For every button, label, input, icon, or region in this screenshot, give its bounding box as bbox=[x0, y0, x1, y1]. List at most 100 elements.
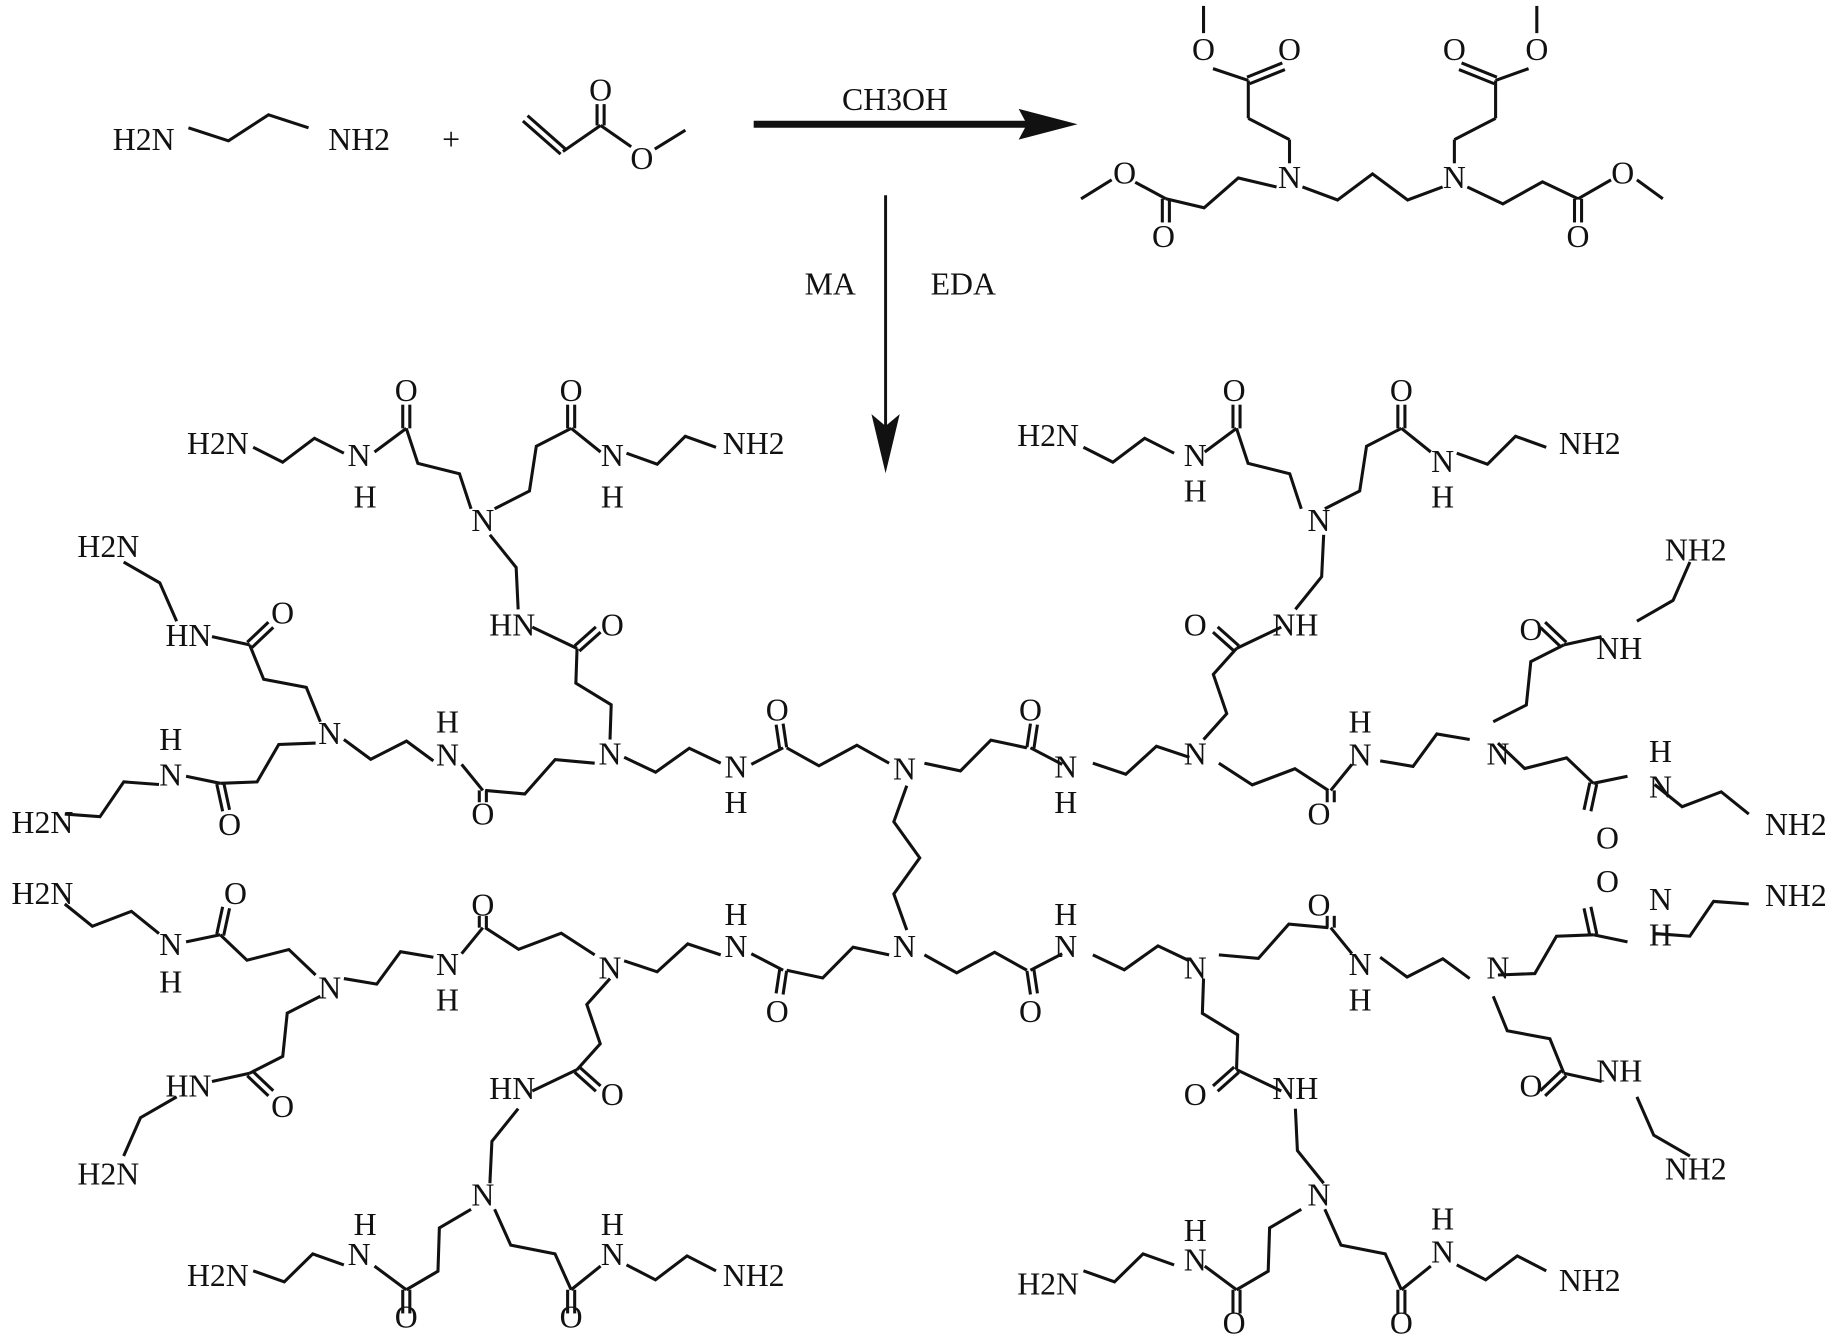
double-bond bbox=[1025, 970, 1032, 995]
dendrimer-atom-label: H bbox=[725, 897, 748, 932]
dendrimer-bond bbox=[1092, 944, 1191, 972]
double-bond bbox=[781, 970, 789, 995]
dendrimer-atom-label: O bbox=[601, 607, 624, 642]
dendrimer-bond bbox=[1635, 1096, 1691, 1158]
double-bond bbox=[1589, 906, 1599, 935]
dendrimer-atom-label: O bbox=[1223, 373, 1246, 408]
dendrimer-atom-label: O bbox=[1519, 612, 1542, 647]
bond-lines bbox=[63, 5, 1750, 1314]
dendrimer-bond bbox=[1563, 635, 1602, 647]
dendrimer-atom-label: H bbox=[159, 965, 182, 1000]
dendrimer-bond bbox=[1593, 774, 1628, 785]
dendrimer-bond bbox=[1456, 434, 1547, 466]
dendrimer-atom-label: O bbox=[1019, 692, 1042, 727]
ethylenediamine-chain bbox=[187, 113, 310, 143]
dendrimer-atom-label: N bbox=[1184, 950, 1207, 985]
double-bond bbox=[1539, 626, 1563, 649]
dendrimer-bond bbox=[1235, 1068, 1282, 1093]
dendrimer-atom-label: NH2 bbox=[1665, 533, 1727, 568]
dendrimer-bond bbox=[1203, 1264, 1238, 1291]
dendrimer-atom-label: N bbox=[599, 950, 622, 985]
dendrimer-atom-label: O bbox=[271, 1089, 294, 1124]
dendrimer-bond bbox=[343, 950, 434, 986]
dendrimer-atom-label: HN bbox=[165, 618, 211, 653]
dendrimer-bond bbox=[623, 746, 722, 774]
double-bond bbox=[578, 1065, 602, 1088]
double-bond bbox=[251, 626, 275, 649]
dendrimer-atom-label: NH2 bbox=[723, 1258, 785, 1293]
methyl-acrylate-carbonyl-o: O bbox=[589, 72, 612, 107]
dendrimer-atom-label: N bbox=[471, 503, 494, 538]
reaction-arrows bbox=[753, 108, 1078, 474]
vertical-arrowhead bbox=[871, 414, 900, 474]
double-bond bbox=[578, 630, 602, 653]
dendrimer-bond bbox=[211, 1071, 250, 1084]
dendrimer-atom-label: N bbox=[159, 757, 182, 792]
dendrimer-bond bbox=[219, 933, 317, 977]
product-atom-label: O bbox=[1113, 155, 1136, 190]
dendrimer-atom-label: O bbox=[1184, 1077, 1207, 1112]
dendrimer-atom-label: N bbox=[159, 927, 182, 962]
dendrimer-atom-label: N bbox=[1054, 749, 1077, 784]
dendrimer-bond bbox=[1235, 1207, 1303, 1292]
dendrimer-bond bbox=[1082, 1252, 1175, 1284]
dendrimer-atom-label: H bbox=[1184, 1213, 1207, 1248]
dendrimer-bond bbox=[1202, 647, 1238, 741]
double-bond bbox=[246, 621, 270, 644]
dendrimer-bond bbox=[1082, 436, 1175, 464]
dendrimer-atom-label: H bbox=[1054, 785, 1077, 820]
dendrimer-atom-label: O bbox=[1596, 864, 1619, 899]
dendrimer-atom-label: O bbox=[560, 373, 583, 408]
dendrimer-bond bbox=[373, 1264, 408, 1291]
dendrimer-bond bbox=[64, 780, 160, 819]
dendrimer-bond bbox=[625, 434, 717, 466]
double-bond bbox=[1544, 1074, 1568, 1098]
dendrimer-bond bbox=[1218, 922, 1329, 961]
dendrimer-atom-label: H2N bbox=[1017, 418, 1079, 453]
dendrimer-bond bbox=[1563, 1071, 1602, 1084]
double-bond bbox=[521, 119, 562, 156]
dendrimer-atom-label: O bbox=[1307, 888, 1330, 923]
core-propylene-bond bbox=[892, 785, 922, 931]
dendrimer-atom-label: N bbox=[1307, 1178, 1330, 1213]
dendrimer-atom-label: H2N bbox=[1017, 1266, 1079, 1301]
dendrimer-atom-label: H bbox=[159, 722, 182, 757]
dendrimer-bond bbox=[1379, 956, 1471, 980]
product-bond bbox=[1301, 172, 1444, 202]
dendrimer-atom-label: O bbox=[271, 595, 294, 630]
dendrimer-bond bbox=[574, 648, 613, 740]
dendrimer-bond bbox=[404, 427, 473, 510]
double-bond bbox=[215, 783, 225, 812]
product-bond bbox=[1453, 116, 1497, 141]
dendrimer-bond bbox=[248, 644, 322, 723]
solvent-label: CH3OH bbox=[842, 82, 948, 117]
dendrimer-atom-label: O bbox=[1596, 820, 1619, 855]
double-bond bbox=[1216, 1071, 1240, 1093]
dendrimer-bond bbox=[1324, 426, 1403, 511]
dendrimer-bond bbox=[1593, 933, 1628, 944]
double-bond bbox=[1216, 625, 1240, 647]
dendrimer-atom-label: N bbox=[725, 929, 748, 964]
dendrimer-atom-label: HN bbox=[489, 1071, 535, 1106]
dendrimer-atom-label: N bbox=[318, 970, 341, 1005]
dendrimer-atom-label: H bbox=[1431, 1201, 1454, 1236]
dendrimer-bond bbox=[1092, 744, 1190, 776]
dendrimer-bond bbox=[460, 926, 485, 955]
dendrimer-bond bbox=[252, 436, 345, 464]
product-bond bbox=[1134, 180, 1167, 201]
dendrimer-atom-label: N bbox=[436, 947, 459, 982]
double-bond bbox=[526, 114, 567, 150]
single-bond bbox=[562, 124, 602, 153]
dendrimer-bond bbox=[122, 560, 179, 622]
double-bond bbox=[573, 625, 597, 647]
dendrimer-atom-label: O bbox=[766, 994, 789, 1029]
product-atom-label: N bbox=[1443, 160, 1466, 195]
dendrimer-bond bbox=[531, 1068, 578, 1093]
dendrimer-atom-label: H2N bbox=[11, 805, 73, 840]
dendrimer-bond bbox=[750, 746, 784, 766]
dendrimer-atom-label: O bbox=[218, 807, 241, 842]
double-bond bbox=[781, 723, 789, 748]
dendrimer-bond bbox=[1323, 1208, 1403, 1291]
dendrimer-atom-label: HN bbox=[489, 607, 535, 642]
product-atom-label: O bbox=[1278, 32, 1301, 67]
